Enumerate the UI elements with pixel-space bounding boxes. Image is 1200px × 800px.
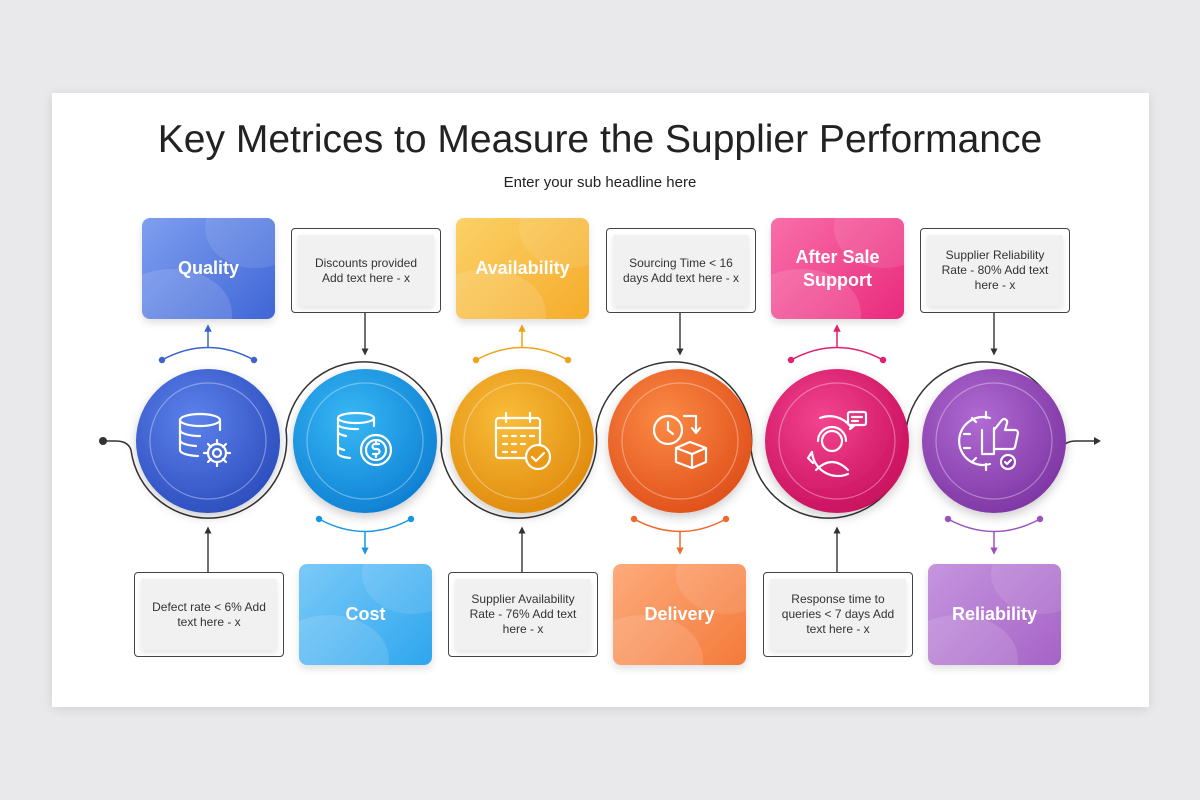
note-reliability-text: Supplier Reliability Rate - 80% Add text… [927,235,1063,306]
note-quality-text: Defect rate < 6% Add text here - x [141,579,277,650]
clock-box-icon [652,414,708,470]
note-quality: Defect rate < 6% Add text here - x [134,572,284,657]
page-subtitle: Enter your sub headline here [503,174,697,191]
label-quality: Quality [177,258,239,278]
note-cost: Discounts provided Add text here - x [291,228,441,313]
label-box-quality: Quality [142,218,275,319]
metric-circle-quality [136,369,280,513]
note-after-sale-support: Response time to queries < 7 days Add te… [763,572,913,657]
note-availability-text: Supplier Availability Rate - 76% Add tex… [455,579,591,650]
metric-circle-availability [450,369,594,513]
label-box-availability: Availability [456,218,589,319]
gear-thumbs-up-icon [958,410,1020,472]
label-cost: Cost [345,604,386,624]
note-delivery-text: Sourcing Time < 16 days Add text here - … [613,235,749,306]
connector-cost [315,515,415,555]
label-box-delivery: Delivery [613,564,746,665]
label-after-sale-support: After Sale Support [795,246,880,290]
label-delivery: Delivery [644,604,715,624]
connector-delivery [630,515,730,555]
connector-after-sale-support [787,324,887,364]
database-gear-icon [178,412,232,468]
note-delivery: Sourcing Time < 16 days Add text here - … [606,228,756,313]
note-availability: Supplier Availability Rate - 76% Add tex… [448,572,598,657]
flow-path [103,361,1098,519]
metric-circle-delivery [608,369,752,513]
note-cost-text: Discounts provided Add text here - x [298,235,434,306]
coins-dollar-icon [336,411,393,467]
label-availability: Availability [475,258,570,278]
note-reliability: Supplier Reliability Rate - 80% Add text… [920,228,1070,313]
page-title: Key Metrices to Measure the Supplier Per… [157,118,1043,161]
calendar-check-icon [494,411,552,471]
customer-support-icon [806,410,868,478]
flow-end-arrow [1094,437,1101,445]
connector-availability [472,324,572,364]
connector-quality [158,324,258,364]
flow-start-dot [99,437,107,445]
note-after-sale-support-text: Response time to queries < 7 days Add te… [770,579,906,650]
label-box-cost: Cost [299,564,432,665]
metric-circle-after-sale-support [765,369,909,513]
label-reliability: Reliability [951,604,1038,624]
connector-reliability [944,515,1044,555]
label-box-reliability: Reliability [928,564,1061,665]
label-box-after-sale-support: After Sale Support [771,218,904,319]
